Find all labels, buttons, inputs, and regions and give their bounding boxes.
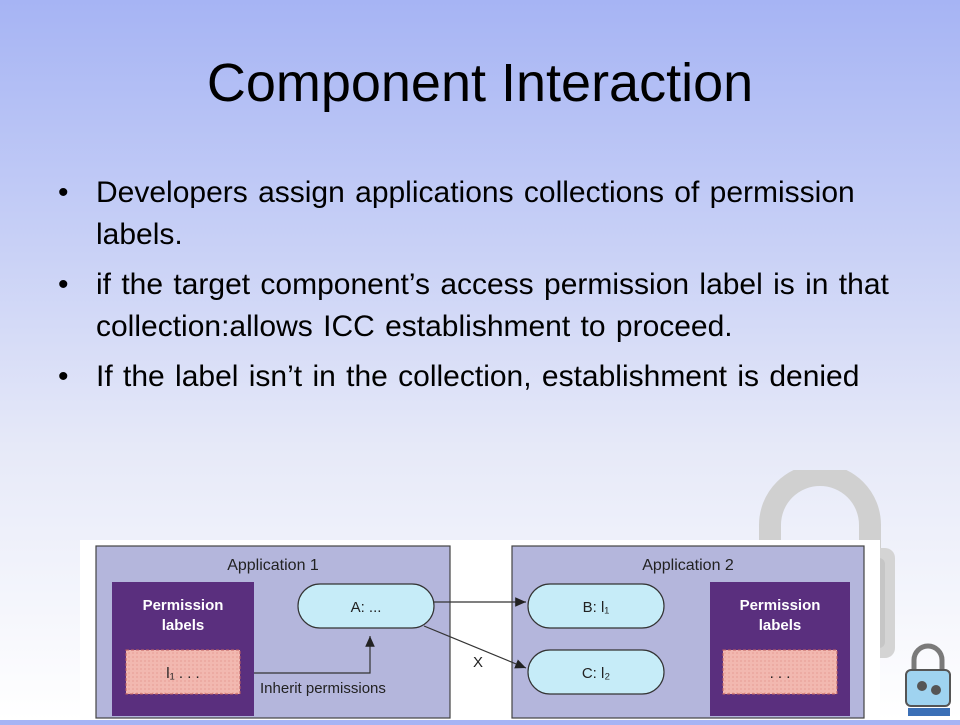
bullet-text: Developers assign applications collectio… [96,176,855,251]
app2-permission-label-line2: labels [759,617,802,634]
bullet-text: if the target component’s access permiss… [96,268,889,343]
bullet-item: • Developers assign applications collect… [58,172,920,256]
bullet-list: • Developers assign applications collect… [58,172,920,406]
app1-labels-box [125,649,241,695]
logo-icon [905,643,951,716]
inherit-arrow [254,636,375,674]
app1-permission-label-line1: Permission [143,597,224,614]
app1-permission-label-line2: labels [162,617,205,634]
bullet-dot: • [58,268,69,301]
component-b-label: B: l₁ [583,599,610,616]
denied-mark: X [473,654,483,671]
app2-labels-text: . . . [770,665,791,682]
icc-diagram-svg: Application 1 Permission labels l₁ . . .… [80,540,880,720]
application-2-title: Application 2 [642,557,734,574]
component-b [527,583,665,629]
bullet-text: If the label isn’t in the collection, es… [96,360,860,393]
bullet-dot: • [58,360,69,393]
inherit-permissions-label: Inherit permissions [260,680,386,697]
component-c [527,649,665,695]
app2-permission-label-line1: Permission [740,597,821,614]
bullet-item: • If the label isn’t in the collection, … [58,356,920,398]
slide-title: Component Interaction [206,53,754,113]
component-c-label: C: l₂ [582,665,611,682]
application-1-title: Application 1 [227,557,319,574]
app2-labels-box [722,649,838,695]
app1-labels-text: l₁ . . . [166,665,199,682]
bullet-dot: • [58,176,69,209]
component-a-label: A: ... [351,599,382,616]
bullet-item: • if the target component’s access permi… [58,264,920,348]
denied-arrow-a-to-c [423,625,527,669]
icc-diagram: Application 1 Permission labels l₁ . . .… [80,540,880,720]
component-a [297,583,435,629]
